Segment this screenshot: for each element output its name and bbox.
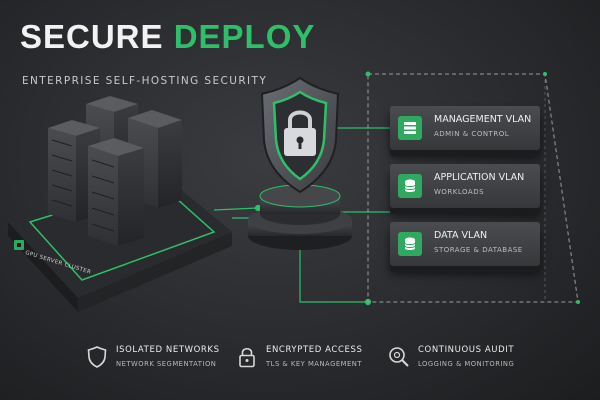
vlan-name: MANAGEMENT VLAN	[434, 114, 532, 125]
title-main: SECURE	[20, 18, 164, 55]
feature-description: TLS & KEY MANAGEMENT	[266, 360, 363, 368]
title-accent: DEPLOY	[173, 18, 316, 55]
vlan-panel-application: APPLICATION VLAN WORKLOADS	[390, 164, 540, 208]
vlan-panel-data: DATA VLAN STORAGE & DATABASE	[390, 222, 540, 266]
lock-icon	[239, 347, 255, 368]
vlan-name: DATA VLAN	[434, 230, 488, 241]
vlan-description: STORAGE & DATABASE	[434, 246, 523, 254]
database-icon	[398, 232, 422, 256]
shield-icon	[87, 346, 107, 368]
shield-pedestal	[248, 184, 352, 250]
padlock-icon	[284, 110, 316, 156]
feature-name: CONTINUOUS AUDIT	[418, 345, 515, 355]
server-rack-icon	[398, 116, 422, 140]
database-icon	[398, 174, 422, 198]
page-subtitle: ENTERPRISE SELF-HOSTING SECURITY	[22, 75, 268, 87]
vlan-panel-management: MANAGEMENT VLAN ADMIN & CONTROL	[390, 106, 540, 150]
feature-name: ENCRYPTED ACCESS	[266, 345, 363, 355]
feature-description: LOGGING & MONITORING	[418, 360, 515, 368]
gpu-chip-icon	[14, 240, 24, 250]
page-title: SECURE DEPLOY	[20, 18, 315, 56]
vlan-zone-boundary	[365, 71, 580, 304]
feature-name: ISOLATED NETWORKS	[116, 345, 220, 355]
feature-description: NETWORK SEGMENTATION	[116, 360, 217, 368]
audit-magnifier-icon	[389, 347, 409, 367]
vlan-description: WORKLOADS	[434, 188, 485, 196]
vlan-name: APPLICATION VLAN	[434, 172, 525, 183]
vlan-description: ADMIN & CONTROL	[434, 130, 510, 138]
server-rack-front-right	[88, 138, 144, 246]
